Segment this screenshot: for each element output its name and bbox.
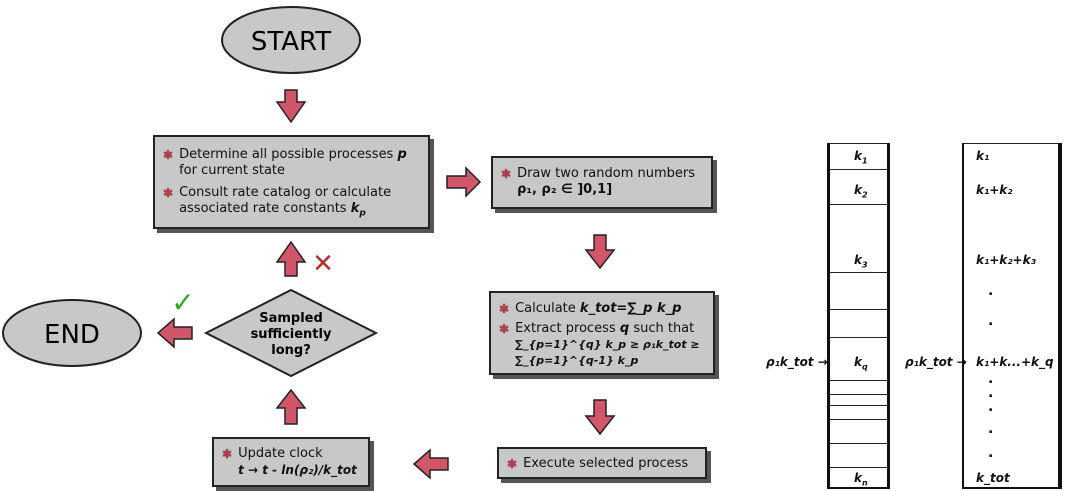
segment-border (830, 487, 887, 489)
arrow-down-box3 (584, 234, 616, 270)
segment-label-k2: k2 (854, 183, 868, 200)
arrow-left-end (156, 317, 193, 349)
box1-line4: associated rate constants (179, 201, 347, 216)
box5-line2-math: t → t - ln(ρ₂)/k_tot (238, 463, 357, 477)
decision-node (203, 288, 379, 378)
box3-line2-suffix: such that (633, 321, 695, 336)
draw-random-numbers-box: ✱ Draw two random numbers ρ₁, ρ₂ ∈ ]0,1] (491, 156, 713, 209)
cumulative-label-3: k₁+k₂+k₃ (976, 253, 1036, 267)
star-bullet-icon: ✱ (163, 186, 174, 200)
segment-border (830, 309, 887, 310)
segment-border (830, 467, 887, 468)
arrow-down-start (275, 89, 307, 124)
pointer-label-1: ρ₁k_tot → (766, 355, 828, 369)
no-cross-icon: ✕ (312, 249, 334, 279)
cumulative-label-1: k₁ (976, 149, 990, 163)
segment-border (830, 405, 887, 406)
segment-border (830, 204, 887, 205)
arrow-up-decision (275, 388, 307, 425)
box3-line2: Extract process (515, 321, 616, 336)
box2-line2: ρ₁, ρ₂ ∈ ]0,1] (517, 182, 613, 197)
determine-processes-box: ✱ Determine all possible processes p for… (153, 135, 430, 229)
ellipsis-dot: . (988, 421, 994, 437)
segment-border (830, 272, 887, 273)
box1-line2: for current state (179, 163, 286, 178)
box3-line1-math: k_tot=∑_p k_p (579, 301, 682, 316)
box3-line3-math: ∑_{p=1}^{q} k_p ≥ ρ₁k_tot ≥ ∑_{p=1}^{q-1… (515, 338, 700, 367)
ellipsis-dot: . (988, 313, 994, 329)
segment-border (830, 443, 887, 444)
arrow-up-box1 (275, 240, 307, 277)
box1-line1-var: p (397, 147, 407, 162)
box1-item1: ✱ Determine all possible processes p for… (163, 147, 420, 179)
box1-line1: Determine all possible processes (179, 147, 394, 162)
segment-border (830, 419, 887, 420)
decision-line3: long? (271, 343, 311, 358)
star-bullet-icon: ✱ (501, 167, 512, 181)
box1-line3: Consult rate catalog or calculate (179, 185, 392, 200)
end-node (2, 299, 142, 367)
ellipsis-dot: . (988, 371, 994, 387)
segment-label-kn: kn (854, 471, 868, 488)
segment-label-k1: k1 (854, 149, 868, 166)
cumulative-label-q: k₁+k...+k_q (976, 355, 1054, 369)
ellipsis-dot: . (988, 445, 994, 461)
end-label: END (44, 320, 100, 350)
segment-border (830, 380, 887, 381)
star-bullet-icon: ✱ (499, 302, 510, 316)
ellipsis-dot: . (988, 399, 994, 415)
box3-line1-prefix: Calculate (515, 301, 576, 316)
star-bullet-icon: ✱ (507, 457, 518, 471)
arrow-left-box5 (412, 448, 449, 480)
box3-line2-var: q (619, 321, 630, 336)
segment-border (964, 143, 1058, 144)
decision-line1: Sampled (259, 311, 323, 326)
execute-process-box: ✱ Execute selected process (497, 447, 707, 479)
star-bullet-icon: ✱ (163, 148, 174, 162)
decision-line2: sufficiently (251, 327, 332, 342)
segment-label-k3: k3 (854, 253, 868, 270)
cumulative-sum-column: k₁ k₁+k₂ k₁+k₂+k₃ . . k₁+k...+k_q . . . … (962, 143, 1062, 489)
rate-segment-column: k1 k2 k3 kq kn (827, 143, 890, 489)
start-label: START (251, 27, 331, 57)
segment-border (964, 487, 1058, 489)
segment-border (830, 394, 887, 395)
box1-line4-var: k (350, 201, 360, 216)
box1-item2: ✱ Consult rate catalog or calculate asso… (163, 185, 420, 222)
pointer-label-2: ρ₁k_tot → (905, 355, 967, 369)
start-node (221, 6, 361, 74)
segment-label-kq: kq (854, 355, 868, 372)
cumulative-label-2: k₁+k₂ (976, 183, 1013, 197)
yes-check-icon: ✓ (171, 286, 194, 319)
ellipsis-dot: . (988, 385, 994, 401)
box4-label: Execute selected process (523, 456, 689, 471)
cumulative-label-total: k_tot (976, 471, 1010, 485)
star-bullet-icon: ✱ (222, 447, 233, 461)
segment-border (830, 169, 887, 170)
box5-line1: Update clock (238, 446, 323, 461)
star-bullet-icon: ✱ (499, 322, 510, 336)
arrow-down-box4 (584, 399, 616, 436)
arrow-right-box2 (446, 166, 482, 198)
box2-line1: Draw two random numbers (517, 166, 696, 181)
segment-border (830, 337, 887, 338)
box1-line4-sub: p (359, 208, 366, 219)
segment-border (830, 143, 887, 144)
ellipsis-dot: . (988, 283, 994, 299)
calculate-extract-box: ✱ Calculate k_tot=∑_p k_p ✱ Extract proc… (489, 291, 715, 375)
update-clock-box: ✱ Update clock t → t - ln(ρ₂)/k_tot (212, 437, 370, 487)
